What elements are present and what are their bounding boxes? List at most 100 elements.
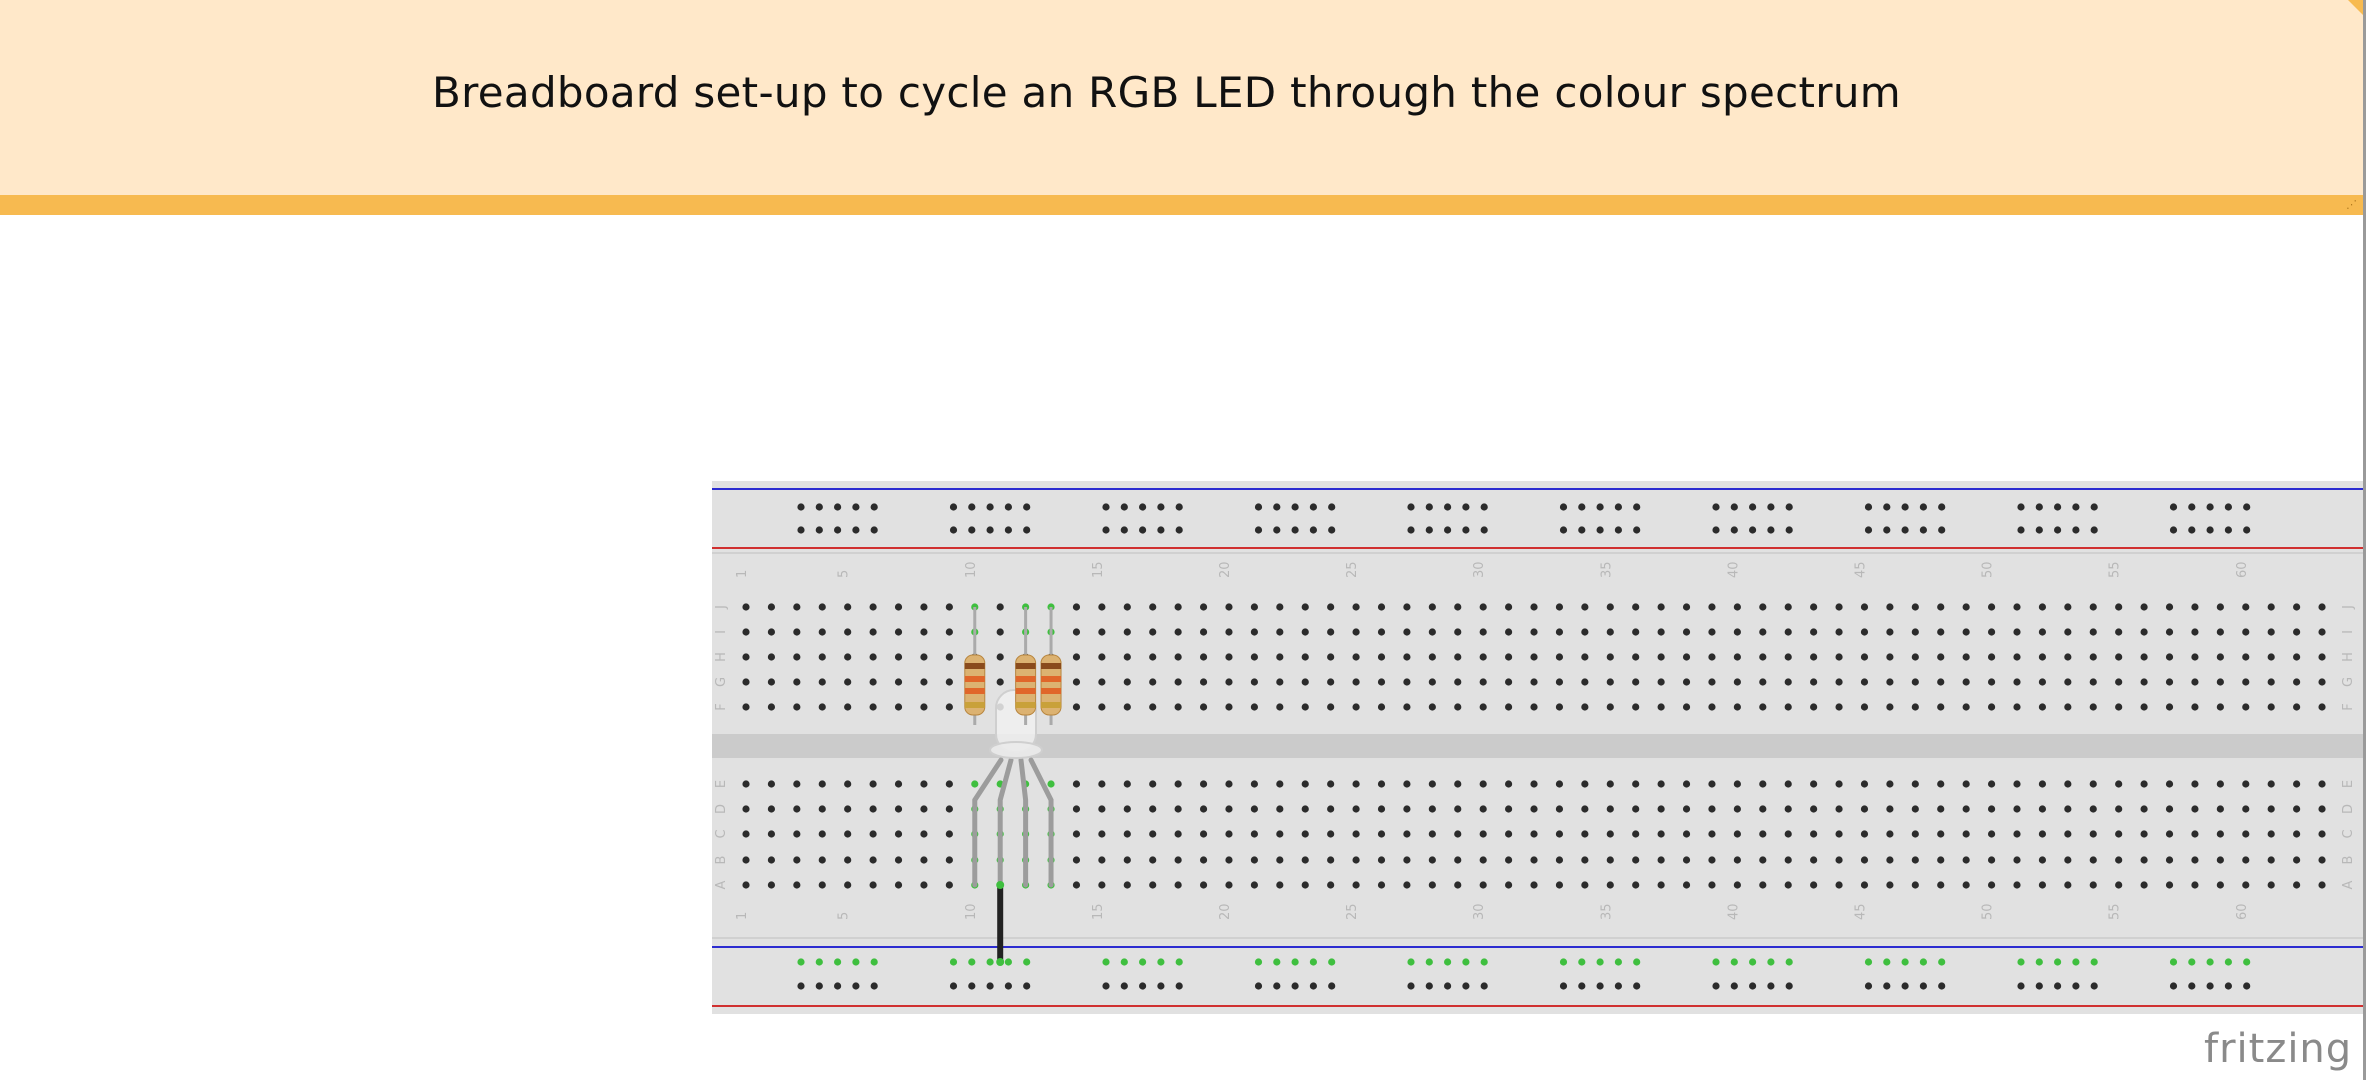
rail-hole (2188, 958, 2196, 966)
breadboard-hole (1733, 653, 1741, 661)
rail-hole (949, 503, 958, 511)
rail-hole (834, 982, 842, 990)
breadboard-hole (1301, 703, 1309, 711)
rail-hole (1901, 503, 1909, 511)
breadboard-hole (1886, 628, 1894, 636)
rail-hole (1938, 958, 1946, 966)
rail-hole (1901, 526, 1909, 534)
breadboard-hole (1301, 830, 1309, 838)
breadboard-hole (767, 780, 776, 788)
breadboard-hole (1072, 830, 1081, 838)
resize-grip-icon[interactable]: ⋰ (2346, 198, 2357, 211)
breadboard-hole (1886, 805, 1894, 813)
breadboard-hole (844, 856, 852, 864)
breadboard-hole (2293, 780, 2301, 788)
breadboard-hole (1174, 881, 1182, 889)
breadboard-hole (1047, 780, 1055, 788)
breadboard-hole (2191, 678, 2199, 686)
rail-hole (2243, 982, 2251, 990)
breadboard-hole (1327, 653, 1335, 661)
breadboard-hole (1530, 881, 1538, 889)
breadboard-hole (1505, 830, 1513, 838)
jumper-end-bottom (996, 958, 1005, 966)
rail-hole (1425, 526, 1433, 534)
rail-hole (2188, 982, 2196, 990)
resistor-band (1041, 663, 1062, 669)
rail-hole (1023, 526, 1031, 534)
breadboard-hole (1657, 856, 1665, 864)
breadboard-hole (1428, 678, 1436, 686)
breadboard-hole (793, 830, 801, 838)
breadboard-hole (1403, 678, 1411, 686)
breadboard-hole (945, 830, 953, 838)
rail-hole (852, 526, 860, 534)
breadboard-hole (1810, 830, 1818, 838)
breadboard-hole (742, 881, 750, 889)
rail-hole (1157, 982, 1165, 990)
breadboard-hole (2318, 856, 2326, 864)
breadboard-hole (1123, 703, 1131, 711)
rail-hole (2017, 958, 2025, 966)
column-number-bottom: 45 (1853, 903, 1868, 920)
rail-hole (834, 526, 842, 534)
breadboard-hole (1733, 805, 1741, 813)
rail-hole (797, 503, 805, 511)
rail-hole (1328, 526, 1336, 534)
breadboard-hole (2191, 703, 2199, 711)
rail-hole (2224, 526, 2232, 534)
rail-hole (1749, 982, 1757, 990)
breadboard-hole (1377, 856, 1386, 864)
resistor-band (1041, 676, 1062, 682)
breadboard-hole (2013, 830, 2021, 838)
breadboard-hole (844, 628, 852, 636)
rail-hole (1291, 958, 1299, 966)
rail-hole (1559, 526, 1568, 534)
breadboard-hole (1810, 628, 1818, 636)
note-box: Breadboard set-up to cycle an RGB LED th… (0, 0, 2366, 215)
rail-hole (1254, 982, 1263, 990)
rail-hole (1596, 982, 1604, 990)
breadboard-hole (869, 653, 877, 661)
resistor-band (1041, 702, 1062, 708)
rail-hole (2054, 526, 2062, 534)
breadboard-hole (742, 603, 750, 611)
breadboard-hole (767, 653, 776, 661)
column-number-top: 10 (964, 561, 979, 578)
rail-hole (2169, 526, 2178, 534)
breadboard-hole (1479, 678, 1487, 686)
breadboard-hole (1199, 678, 1208, 686)
breadboard-hole (1784, 678, 1792, 686)
breadboard-hole (2089, 856, 2097, 864)
rail-hole (1023, 982, 1031, 990)
breadboard-hole (1962, 628, 1970, 636)
breadboard-hole (1987, 628, 1996, 636)
breadboard-hole (2064, 780, 2072, 788)
rail-hole (1480, 982, 1488, 990)
breadboard-hole (1123, 830, 1131, 838)
led-leg (1018, 757, 1029, 888)
column-number-bottom: 50 (1981, 903, 1996, 920)
breadboard-hole (920, 881, 928, 889)
rail-hole (1444, 526, 1452, 534)
rail-hole (1749, 503, 1757, 511)
rail-hole (1444, 982, 1452, 990)
breadboard-hole (2216, 628, 2224, 636)
column-number-bottom: 5 (837, 912, 852, 920)
breadboard-hole (1352, 780, 1360, 788)
fritzing-logo: fritzing (2204, 1026, 2353, 1072)
rail-hole (1120, 982, 1128, 990)
breadboard-hole (767, 856, 776, 864)
column-number-top: 60 (2235, 561, 2250, 578)
breadboard-hole (1403, 603, 1411, 611)
rail-divider-top (712, 552, 2366, 554)
breadboard-hole (1708, 881, 1716, 889)
breadboard-hole (2165, 805, 2174, 813)
row-letter-right: E (2341, 780, 2356, 788)
rail-hole (1291, 982, 1299, 990)
breadboard-hole (1505, 628, 1513, 636)
breadboard-hole (2089, 881, 2097, 889)
rail-hole (797, 958, 805, 966)
breadboard-hole (2089, 653, 2097, 661)
column-number-top: 1 (735, 570, 750, 578)
rail-hole (1864, 958, 1873, 966)
